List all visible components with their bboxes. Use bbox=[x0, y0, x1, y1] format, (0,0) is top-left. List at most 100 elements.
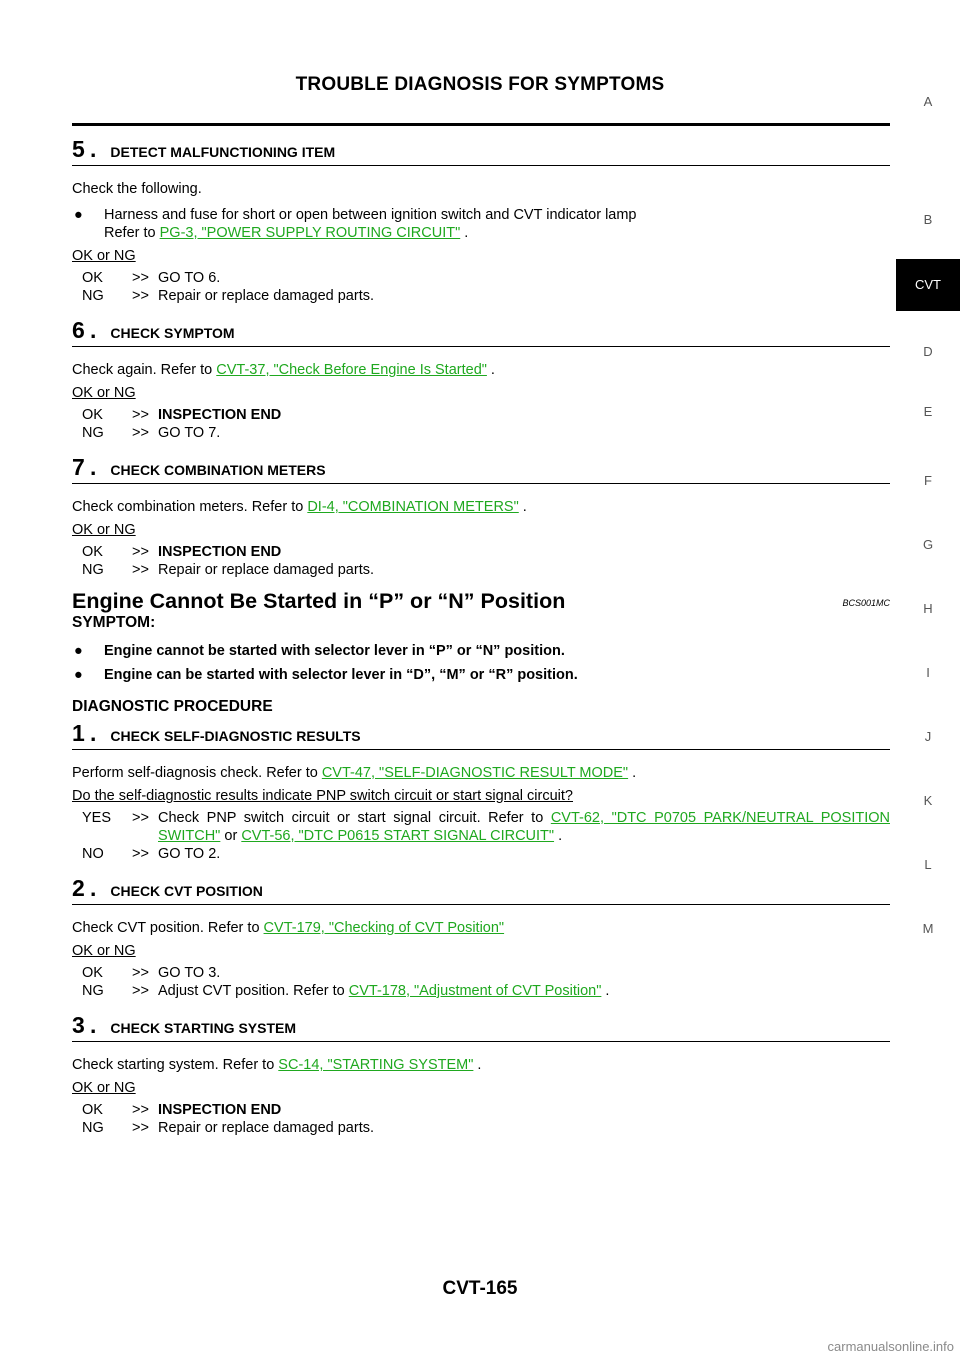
link-pg-3[interactable]: PG-3, "POWER SUPPLY ROUTING CIRCUIT" bbox=[159, 225, 461, 241]
section-title: Engine Cannot Be Started in “P” or “N” P… bbox=[72, 589, 566, 613]
step-6-heading: 6. CHECK SYMPTOM bbox=[72, 317, 890, 347]
step-dot: . bbox=[90, 875, 97, 901]
step-title: CHECK SELF-DIAGNOSTIC RESULTS bbox=[110, 728, 361, 744]
diag-step-3-heading: 3. CHECK STARTING SYSTEM bbox=[72, 1012, 890, 1042]
symptom-text: Engine can be started with selector leve… bbox=[104, 667, 578, 683]
step-title: CHECK COMBINATION METERS bbox=[110, 462, 326, 478]
link-di-4[interactable]: DI-4, "COMBINATION METERS" bbox=[307, 499, 519, 515]
answer-text: Repair or replace damaged parts. bbox=[158, 562, 375, 578]
answer-yes: YES >> Check PNP switch circuit or start… bbox=[72, 809, 890, 845]
answer-ok: OK>>INSPECTION END bbox=[72, 1101, 890, 1119]
side-tab-k[interactable]: K bbox=[923, 793, 933, 808]
answer-arrow: >> bbox=[132, 270, 149, 286]
link-cvt-179[interactable]: CVT-179, "Checking of CVT Position" bbox=[263, 920, 505, 936]
refer-text: Check combination meters. Refer to bbox=[72, 499, 304, 515]
step-number: 2 bbox=[72, 875, 85, 901]
diag-step-1-text: Perform self-diagnosis check. Refer to C… bbox=[72, 765, 637, 781]
step-dot: . bbox=[90, 136, 97, 162]
side-tab-a[interactable]: A bbox=[923, 94, 933, 109]
ok-or-ng-label: OK or NG bbox=[72, 1080, 136, 1096]
side-tab-g[interactable]: G bbox=[922, 537, 934, 552]
step-number: 6 bbox=[72, 317, 85, 343]
side-tab-j[interactable]: J bbox=[924, 729, 932, 744]
step-dot: . bbox=[90, 1012, 97, 1038]
link-cvt-62[interactable]: CVT-62, "DTC P0705 PARK/NEUTRAL POSITION… bbox=[158, 810, 890, 844]
step-number: 3 bbox=[72, 1012, 85, 1038]
answer-text: Check PNP switch circuit or start signal… bbox=[158, 810, 890, 844]
answer-arrow: >> bbox=[132, 846, 149, 862]
diag-step-2-text: Check CVT position. Refer to CVT-179, "C… bbox=[72, 919, 890, 937]
diag-step-3-text: Check starting system. Refer to SC-14, "… bbox=[72, 1057, 482, 1073]
answer-no: NO>>GO TO 2. bbox=[72, 845, 890, 863]
answer-code: OK bbox=[82, 1102, 103, 1118]
answer-text: Repair or replace damaged parts. bbox=[158, 288, 375, 304]
answer-arrow: >> bbox=[132, 562, 149, 578]
side-tab-b[interactable]: B bbox=[923, 212, 933, 227]
answer-code: NG bbox=[82, 562, 104, 578]
bullet-icon: ● bbox=[74, 207, 83, 223]
diag-step-3-answers: OK>>INSPECTION END NG>>Repair or replace… bbox=[72, 1101, 890, 1137]
procedure-label: DIAGNOSTIC PROCEDURE bbox=[72, 698, 273, 715]
link-cvt-47[interactable]: CVT-47, "SELF-DIAGNOSTIC RESULT MODE" bbox=[321, 765, 629, 781]
answer-code: OK bbox=[82, 407, 103, 423]
answer-arrow: >> bbox=[132, 983, 149, 999]
link-cvt-56[interactable]: CVT-56, "DTC P0615 START SIGNAL CIRCUIT" bbox=[241, 828, 555, 844]
page-header-title: TROUBLE DIAGNOSIS FOR SYMPTOMS bbox=[295, 74, 665, 95]
symptom-label: SYMPTOM: bbox=[72, 614, 156, 631]
step-number: 1 bbox=[72, 720, 85, 746]
answer-arrow: >> bbox=[132, 407, 149, 423]
link-cvt-37[interactable]: CVT-37, "Check Before Engine Is Started" bbox=[216, 362, 487, 378]
link-cvt-178[interactable]: CVT-178, "Adjustment of CVT Position" bbox=[348, 983, 602, 999]
ok-or-ng-label: OK or NG bbox=[72, 385, 136, 401]
diag-step-1-answers: YES >> Check PNP switch circuit or start… bbox=[72, 809, 890, 863]
answer-ok: OK>>INSPECTION END bbox=[72, 406, 890, 424]
side-tab-f[interactable]: F bbox=[924, 473, 932, 488]
answer-text: GO TO 7. bbox=[158, 425, 221, 441]
step-7-text: Check combination meters. Refer to DI-4,… bbox=[72, 499, 527, 515]
step-title: CHECK CVT POSITION bbox=[110, 883, 263, 899]
symptom-text: Engine cannot be started with selector l… bbox=[104, 643, 565, 659]
symptom-item: ●Engine can be started with selector lev… bbox=[72, 666, 890, 684]
or-text: or bbox=[224, 828, 238, 844]
main-content: 5. DETECT MALFUNCTIONING ITEM Check the … bbox=[72, 128, 890, 1137]
step-dot: . bbox=[90, 454, 97, 480]
step-6-answers: OK>>INSPECTION END NG>>GO TO 7. bbox=[72, 406, 890, 442]
refer-text: Check again. Refer to bbox=[72, 362, 213, 378]
answer-arrow: >> bbox=[132, 544, 149, 560]
step-title: CHECK SYMPTOM bbox=[110, 325, 235, 341]
side-tab-l[interactable]: L bbox=[924, 857, 932, 872]
step-dot: . bbox=[90, 317, 97, 343]
step-5-intro: Check the following. bbox=[72, 181, 202, 197]
side-tab-cvt[interactable]: CVT bbox=[896, 259, 960, 311]
side-tab-h[interactable]: H bbox=[923, 601, 933, 616]
step-5-answers: OK>>GO TO 6. NG>>Repair or replace damag… bbox=[72, 269, 890, 305]
answer-arrow: >> bbox=[132, 425, 149, 441]
side-tab-d[interactable]: D bbox=[923, 344, 933, 359]
step-5-bullet: ● Harness and fuse for short or open bet… bbox=[72, 206, 890, 242]
step-number: 5 bbox=[72, 136, 85, 162]
bullet-line: Harness and fuse for short or open betwe… bbox=[104, 207, 637, 223]
ok-or-ng-label: OK or NG bbox=[72, 943, 136, 959]
step-dot: . bbox=[90, 720, 97, 746]
ok-or-ng-label: OK or NG bbox=[72, 248, 136, 264]
answer-ng: NG >> Repair or replace damaged parts. bbox=[72, 561, 890, 579]
refer-text: Check starting system. Refer to bbox=[72, 1057, 275, 1073]
refer-label: Refer to bbox=[104, 225, 156, 241]
refer-text: Perform self-diagnosis check. Refer to bbox=[72, 765, 318, 781]
answer-line: Adjust CVT position. Refer to bbox=[158, 983, 345, 999]
step-6-text: Check again. Refer to CVT-37, "Check Bef… bbox=[72, 362, 495, 378]
side-tab-m[interactable]: M bbox=[922, 921, 934, 936]
answer-ng: NG>>GO TO 7. bbox=[72, 424, 890, 442]
diag-step-1-heading: 1. CHECK SELF-DIAGNOSTIC RESULTS bbox=[72, 720, 890, 750]
answer-ng: NG >> Adjust CVT position. Refer to CVT-… bbox=[72, 982, 890, 1000]
answer-ok: OK>>GO TO 6. bbox=[72, 269, 890, 287]
section-code: BCS001MC bbox=[842, 598, 890, 608]
step-title: CHECK STARTING SYSTEM bbox=[110, 1020, 297, 1036]
answer-code: OK bbox=[82, 270, 103, 286]
side-tab-e[interactable]: E bbox=[923, 404, 933, 419]
link-sc-14[interactable]: SC-14, "STARTING SYSTEM" bbox=[278, 1057, 474, 1073]
answer-code: NG bbox=[82, 1120, 104, 1136]
answer-line: Check PNP switch circuit or start signal… bbox=[158, 810, 544, 826]
answer-arrow: >> bbox=[132, 288, 149, 304]
side-tab-i[interactable]: I bbox=[926, 665, 930, 680]
